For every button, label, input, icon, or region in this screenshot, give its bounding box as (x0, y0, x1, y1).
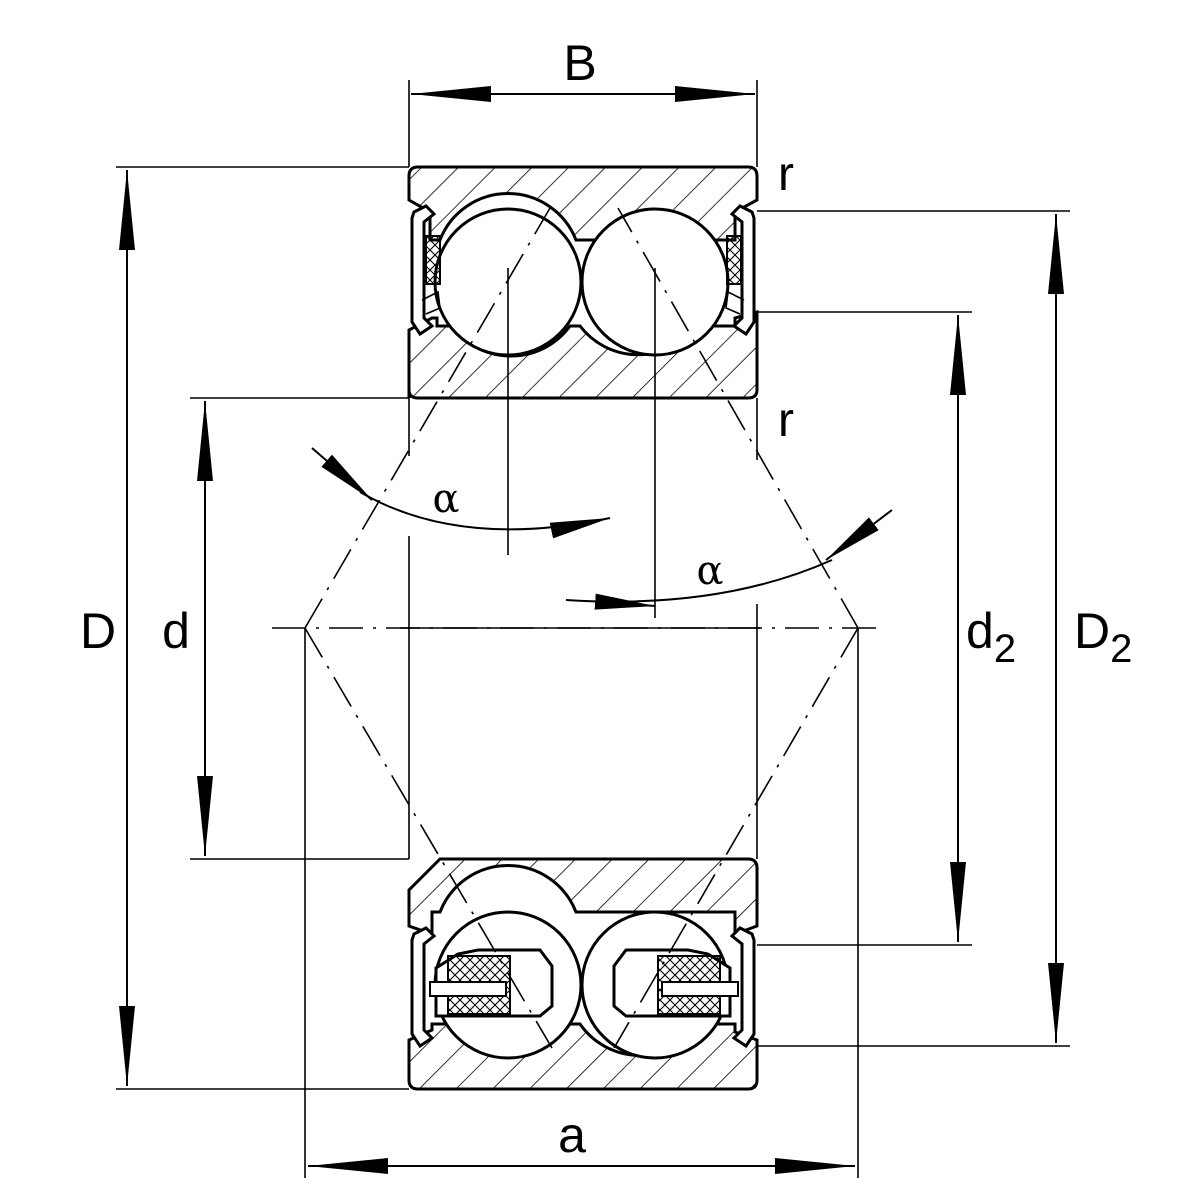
label-outer-diameter: D (80, 603, 116, 659)
dim-outer-diameter (116, 166, 409, 1090)
label-chamfer-bottom: r (778, 394, 794, 447)
upper-seal-right (725, 204, 756, 337)
dim-outer-shoulder (757, 210, 1070, 1047)
dim-bore-diameter (190, 397, 409, 860)
label-outer-shoulder: D2 (1074, 603, 1132, 671)
lower-section (407, 857, 759, 1091)
dim-inner-shoulder (757, 311, 972, 946)
upper-section (407, 165, 759, 400)
lower-seal-left (410, 926, 437, 1049)
label-contact-angle-right: α (696, 548, 723, 594)
dim-pressure-distance (304, 628, 859, 1178)
label-chamfer-top: r (778, 148, 794, 201)
label-inner-shoulder-sub: 2 (994, 627, 1016, 671)
label-pressure-distance: a (558, 1107, 586, 1163)
label-bore-diameter: d (162, 603, 190, 659)
label-outer-shoulder-sub: 2 (1110, 627, 1132, 671)
lower-seal-right (729, 926, 756, 1049)
dim-width (408, 80, 758, 167)
upper-seal-left (410, 204, 441, 337)
label-inner-shoulder: d2 (966, 603, 1016, 671)
lower-inner-ring (407, 857, 759, 937)
center-lines (272, 207, 880, 1049)
label-contact-angle-left: α (432, 476, 459, 522)
angle-arcs (311, 447, 893, 610)
label-width: B (563, 35, 596, 91)
